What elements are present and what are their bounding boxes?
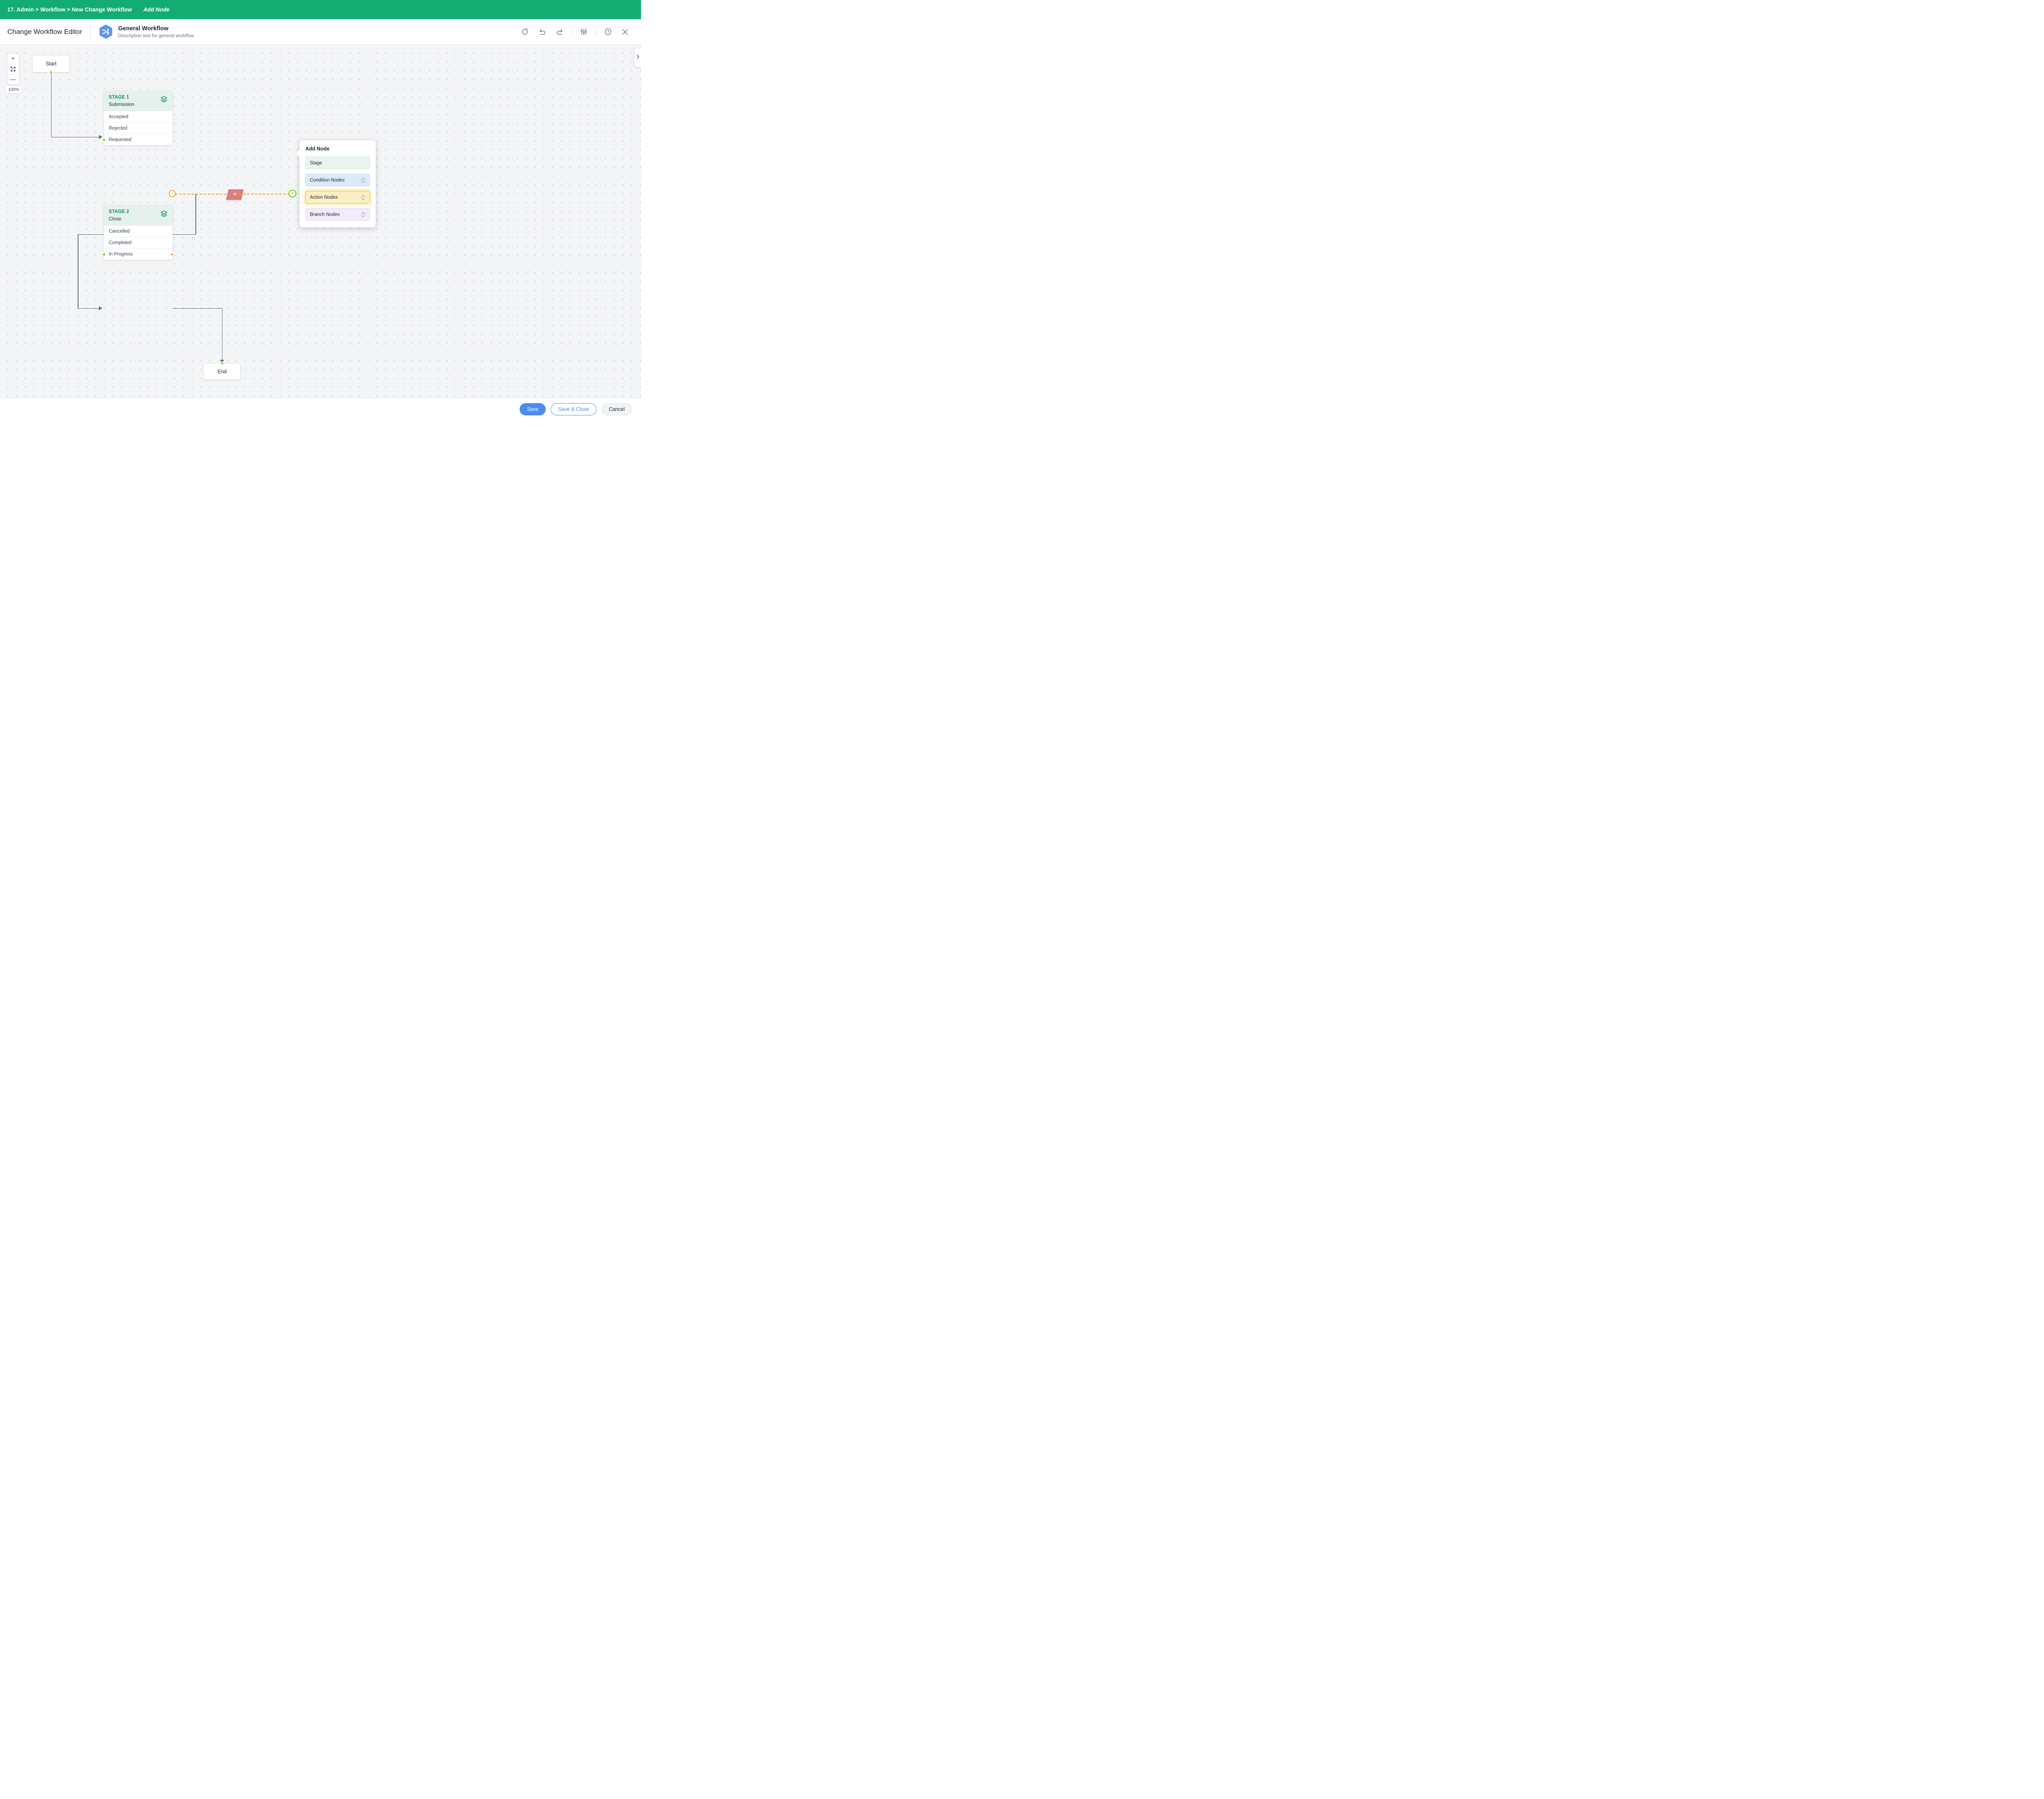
zoom-out-button[interactable]: — <box>7 74 19 84</box>
chevron-up-down-icon <box>361 194 365 201</box>
workflow-meta: General Workflow Description text for ge… <box>118 25 194 38</box>
add-node-option-action-nodes[interactable]: Action Nodes <box>305 191 370 204</box>
node-stage-2[interactable]: STAGE 2 Close Cancelled Completed In Pro… <box>102 205 174 260</box>
add-node-title: Add Node <box>305 146 330 152</box>
node-end-label: End <box>217 368 227 375</box>
node-start[interactable]: Start <box>33 56 69 74</box>
connector-start-to-stage1-v <box>51 72 52 137</box>
connector-dashed-left <box>175 193 230 195</box>
stage-2-row-in-progress[interactable]: In Progress <box>102 248 174 260</box>
add-node-option-stage-label: Stage <box>310 160 323 166</box>
editor-header: Change Workflow Editor General Workflow … <box>0 19 641 45</box>
breadcrumb-current: Add Node <box>143 7 170 13</box>
stage-1-row-accepted[interactable]: Accepted <box>104 111 173 122</box>
stage-2-input-port[interactable] <box>102 252 106 256</box>
editor-footer: Save Save & Close Cancel <box>0 398 641 420</box>
stage-1-header: STAGE 1 Submission <box>104 91 173 111</box>
chevron-up-down-icon <box>361 211 365 218</box>
header-divider <box>90 25 91 39</box>
cancel-button[interactable]: Cancel <box>601 403 632 415</box>
stage-2-row-cancelled[interactable]: Cancelled <box>104 225 173 237</box>
stage-1-name: Submission <box>109 101 134 107</box>
zoom-level-badge: 100% <box>6 86 22 93</box>
stage-1-output-expand-button[interactable]: › <box>169 190 176 197</box>
undo-icon[interactable] <box>534 23 551 40</box>
end-input-port[interactable] <box>220 361 224 365</box>
stage-2-output-port[interactable] <box>170 252 174 256</box>
workflow-canvas[interactable]: + — 100% Start STAGE 1 Submission <box>0 45 641 398</box>
add-node-chip[interactable]: + <box>226 189 244 200</box>
node-start-label: Start <box>45 61 57 67</box>
add-node-option-branch-label: Branch Nodes <box>310 212 340 217</box>
fit-screen-icon[interactable] <box>7 64 19 74</box>
add-node-option-condition-label: Condition Nodes <box>310 177 345 183</box>
chevron-right-icon <box>636 54 640 62</box>
refresh-icon[interactable] <box>517 23 534 40</box>
connector-dashed-right <box>239 193 290 195</box>
shuffle-hexagon-icon <box>99 24 113 40</box>
right-panel-toggle[interactable] <box>634 48 641 67</box>
layers-icon <box>160 96 168 105</box>
connector-start-to-stage1-h <box>51 137 100 138</box>
stage-1-row-rejected[interactable]: Rejected <box>104 122 173 134</box>
redo-icon[interactable] <box>551 23 568 40</box>
zoom-in-button[interactable]: + <box>11 55 15 62</box>
workflow-description: Description text for general workflow <box>118 34 194 39</box>
stage-1-row-requested[interactable]: Requested <box>102 134 173 145</box>
breadcrumb-path[interactable]: 17. Admin > Workflow > New Change Workfl… <box>7 7 132 13</box>
add-node-option-stage[interactable]: Stage <box>305 157 370 169</box>
node-stage-1[interactable]: STAGE 1 Submission Accepted Rejected Req… <box>102 91 173 145</box>
add-node-option-condition-nodes[interactable]: Condition Nodes <box>305 174 370 186</box>
node-end[interactable]: End <box>204 361 240 379</box>
breadcrumb-bar: 17. Admin > Workflow > New Change Workfl… <box>0 0 641 19</box>
close-icon[interactable] <box>616 23 634 40</box>
connector-stage2-to-end-h <box>173 308 222 309</box>
stage-1-input-port[interactable] <box>102 138 106 142</box>
stage-2-row-in-progress-label: In Progress <box>109 251 133 257</box>
settings-sliders-icon[interactable] <box>575 23 592 40</box>
stage-2-label: STAGE 2 <box>109 209 129 214</box>
page-title: Change Workflow Editor <box>7 27 82 36</box>
add-node-option-branch-nodes[interactable]: Branch Nodes <box>305 208 370 221</box>
layers-icon <box>160 210 168 220</box>
add-node-plus-button[interactable]: + <box>289 190 296 197</box>
stage-2-header: STAGE 2 Close <box>104 205 173 225</box>
save-and-close-button[interactable]: Save & Close <box>551 403 597 415</box>
stage-1-row-requested-label: Requested <box>109 137 132 142</box>
save-button[interactable]: Save <box>519 403 546 415</box>
connector-stage1-down <box>195 194 196 234</box>
connector-stage2-to-end-v <box>222 308 223 361</box>
stage-2-name: Close <box>109 216 121 222</box>
help-icon[interactable] <box>599 23 616 40</box>
connector-arrow-stage1 <box>99 135 102 139</box>
connector-into-stage2 <box>78 308 100 309</box>
add-node-option-action-label: Action Nodes <box>310 195 338 200</box>
zoom-controls: + — <box>7 54 19 84</box>
workflow-name: General Workflow <box>118 25 169 32</box>
header-actions <box>517 23 634 40</box>
stage-1-label: STAGE 1 <box>109 95 129 100</box>
connector-arrow-stage2 <box>99 306 102 310</box>
add-node-popup: Add Node Stage Condition Nodes Action No… <box>296 140 376 227</box>
chevron-up-down-icon <box>361 177 365 184</box>
stage-2-row-completed[interactable]: Completed <box>104 237 173 248</box>
